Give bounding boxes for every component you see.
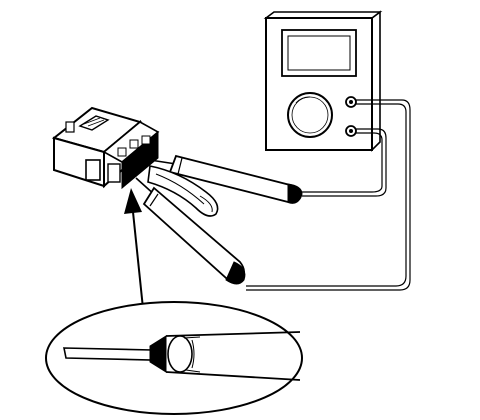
magnified-probe-tip-icon — [45, 301, 303, 415]
test-lead-wire-inner — [302, 128, 387, 197]
wire-connector-icon — [51, 106, 160, 190]
multimeter-jack-upper — [345, 96, 357, 108]
test-lead-wire-outer — [246, 99, 411, 291]
test-probe-lower — [135, 177, 246, 285]
test-lead-wires — [246, 99, 411, 291]
diagram-caption — [0, 0, 1, 1]
pointer-arrow — [124, 188, 145, 319]
multimeter-jack-lower — [345, 125, 357, 137]
wire-harness — [147, 165, 219, 217]
multimeter-icon — [263, 10, 383, 152]
multimeter-dial — [287, 92, 333, 138]
